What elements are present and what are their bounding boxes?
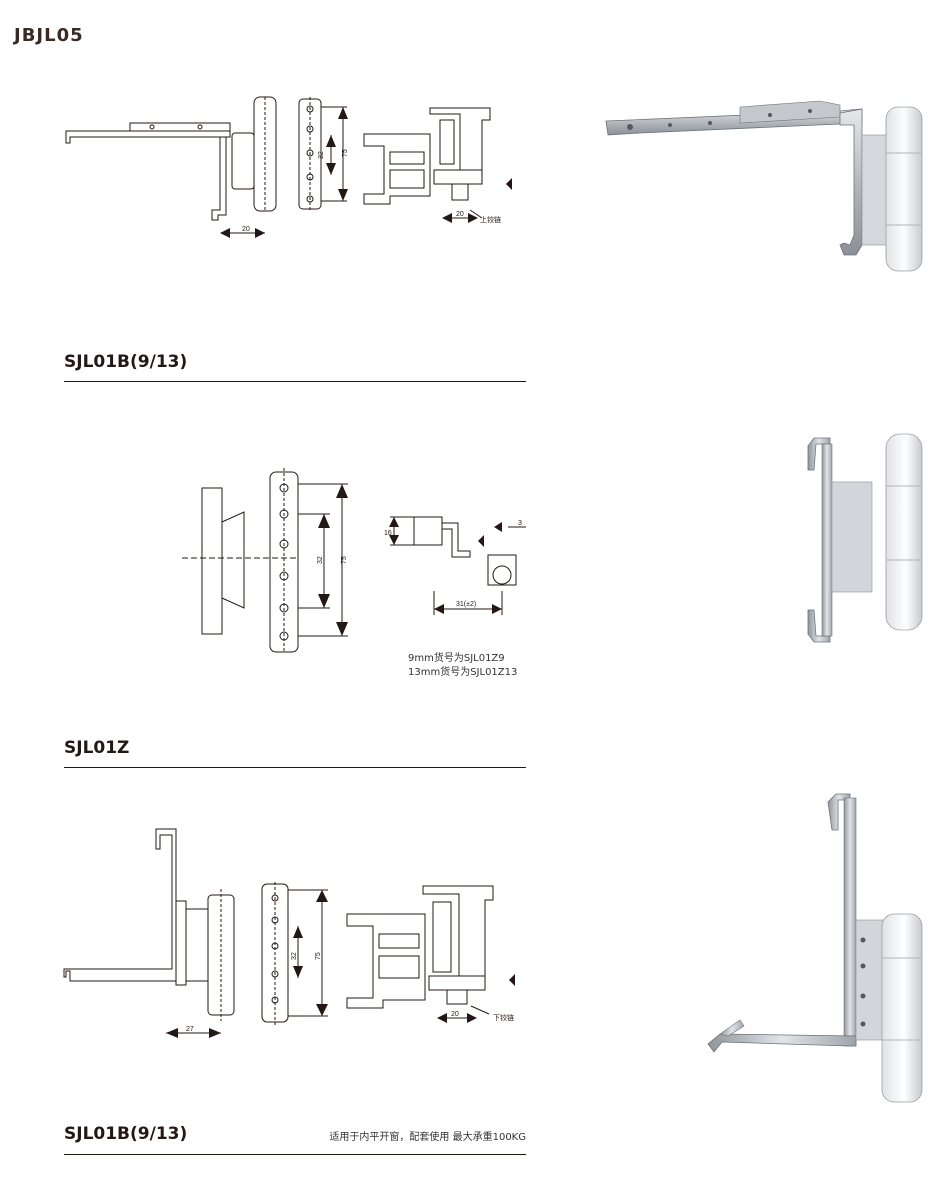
label-lower-hinge: 下铰链: [493, 1013, 514, 1022]
drawing-lower-hinge-side: 27: [63, 828, 235, 1038]
divider-1: [64, 381, 526, 382]
drawing-top-hinge-profile: 20 上铰链: [363, 107, 512, 224]
dim-profile-1: 20: [456, 211, 464, 218]
dim-height-3: 75: [315, 952, 322, 960]
dim-mid-1: 32: [318, 151, 325, 159]
dim-width-2: 31(±2): [456, 601, 476, 608]
drawing-middle-hinge-side: 16 3 31(±2): [384, 516, 526, 615]
photo-upper-hinge: [605, 100, 923, 272]
dim-width-3: 27: [186, 1026, 194, 1033]
drawing-lower-hinge-profile: 20 下铰链: [346, 885, 515, 1023]
drawing-top-hinge-side: 20: [65, 96, 277, 238]
dim-mid-2: 32: [317, 556, 324, 564]
drawing-top-hinge-plate: 75 32: [298, 97, 349, 211]
usage-note: 适用于内平开窗，配套使用 最大承重100KG: [329, 1132, 526, 1143]
dim-mid-3: 32: [291, 952, 298, 960]
dim-height-1: 75: [342, 149, 349, 157]
section-title-2: SJL01Z: [64, 738, 130, 758]
dim-height-2: 75: [341, 556, 348, 564]
section-title-1: SJL01B(9/13): [64, 352, 188, 372]
drawing-lower-hinge-plate: 75 32: [261, 882, 328, 1026]
dim-side-2: 16: [384, 530, 392, 537]
divider-3: [64, 1154, 526, 1155]
section-title-3: SJL01B(9/13): [64, 1124, 188, 1144]
drawing-middle-hinge-front: 75 32: [182, 468, 348, 653]
divider-2: [64, 767, 526, 768]
dim-small-2: 3: [518, 520, 522, 527]
document-code: JBJL05: [14, 25, 84, 46]
photo-middle-hinge: [807, 433, 923, 643]
note-z13: 13mm货号为SJL01Z13: [408, 667, 518, 678]
label-upper-hinge: 上铰链: [480, 215, 501, 224]
dim-profile-3: 20: [451, 1011, 459, 1018]
dim-width-1: 20: [242, 226, 250, 233]
note-z9: 9mm货号为SJL01Z9: [408, 653, 505, 664]
photo-lower-hinge: [707, 793, 923, 1103]
